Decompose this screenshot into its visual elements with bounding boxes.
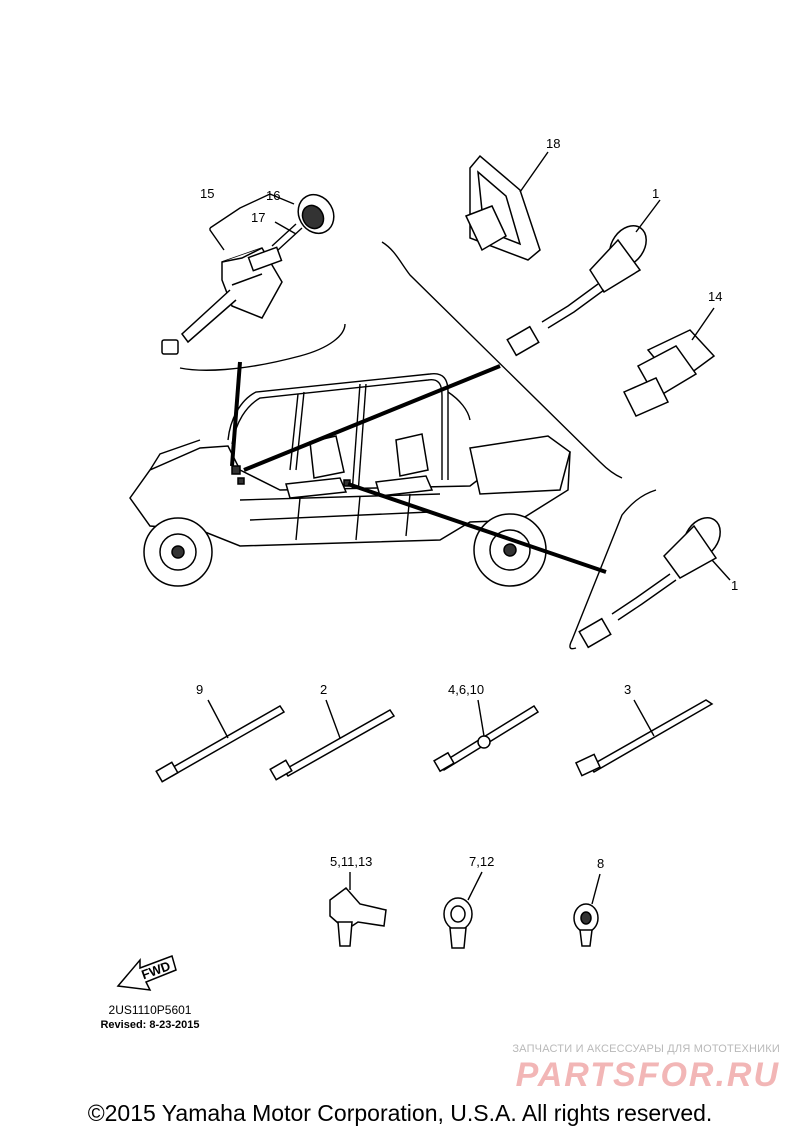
fwd-arrow: FWD xyxy=(116,955,177,991)
clamp-5-11-13 xyxy=(329,872,387,947)
callout-9: 9 xyxy=(196,682,203,697)
cable-tie-3 xyxy=(574,699,714,777)
revised-date: Revised: 8-23-2015 xyxy=(100,1019,200,1031)
callout-7-12: 7,12 xyxy=(469,854,494,869)
callout-3: 3 xyxy=(624,682,631,697)
callout-15: 15 xyxy=(200,186,214,201)
callout-1-bottom: 1 xyxy=(731,578,738,593)
switch-14 xyxy=(622,307,716,417)
callout-5-11-13: 5,11,13 xyxy=(330,854,372,869)
leader-to-bottom-detail xyxy=(347,482,607,574)
leader-to-knob xyxy=(230,361,242,467)
callout-14: 14 xyxy=(708,289,722,304)
part-code: 2US1110P5601 xyxy=(108,1003,192,1017)
connector-18 xyxy=(464,151,549,261)
knob-assembly xyxy=(161,193,346,371)
clamp-7-12 xyxy=(443,871,483,949)
detail-boundary-top-right xyxy=(381,241,623,479)
vehicle-illustration xyxy=(129,373,571,587)
clamp-8 xyxy=(573,873,601,947)
callout-1-top: 1 xyxy=(652,186,659,201)
watermark-logo: PARTSFOR.RU xyxy=(515,1056,780,1094)
cable-tie-2 xyxy=(269,699,396,781)
callout-18: 18 xyxy=(546,136,560,151)
callout-8: 8 xyxy=(597,856,604,871)
leader-to-top-detail xyxy=(243,364,501,472)
callout-4-6-10: 4,6,10 xyxy=(448,682,484,697)
callout-2: 2 xyxy=(320,682,327,697)
copyright-notice: ©2015 Yamaha Motor Corporation, U.S.A. A… xyxy=(87,1100,713,1126)
callout-17: 17 xyxy=(251,210,265,225)
socket-1-top xyxy=(506,199,661,357)
watermark-tagline: ЗАПЧАСТИ И АКСЕССУАРЫ ДЛЯ МОТОТЕХНИКИ xyxy=(512,1043,780,1055)
cable-tie-9 xyxy=(155,699,286,783)
detail-boundary-bottom-right xyxy=(569,489,657,650)
callout-16: 16 xyxy=(266,188,280,203)
socket-1-bottom xyxy=(578,517,731,649)
cable-tie-4-6-10 xyxy=(433,699,540,773)
